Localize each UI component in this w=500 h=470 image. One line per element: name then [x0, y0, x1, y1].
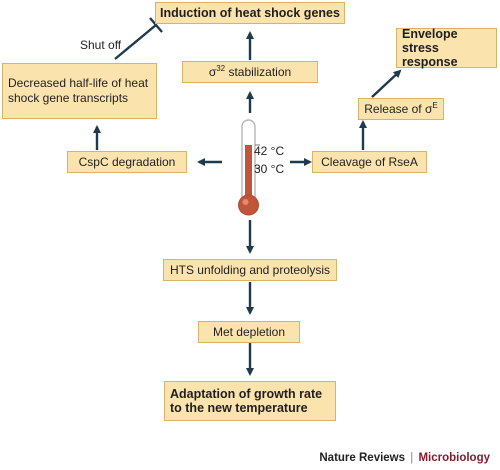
node-cleavage-rsea: Cleavage of RseA — [312, 151, 427, 173]
node-hts-unfolding: HTS unfolding and proteolysis — [163, 259, 337, 281]
node-release-sigmaE: Release of σE — [358, 98, 444, 120]
node-envelope-text: Envelope stress response — [402, 27, 458, 69]
node-rsea-text: Cleavage of RseA — [321, 155, 418, 169]
node-sigma32-stabilization: σ32 stabilization — [182, 61, 318, 83]
node-met-depletion: Met depletion — [198, 321, 300, 343]
node-induction-heat-shock-genes: Induction of heat shock genes — [155, 2, 345, 24]
inhibition-shutoff-bar — [149, 17, 163, 33]
node-induction-text: Induction of heat shock genes — [160, 6, 340, 20]
node-sigma32-text: σ32 stabilization — [208, 64, 292, 80]
node-adaptation-text: Adaptation of growth rate to the new tem… — [170, 387, 323, 415]
label-shut-off: Shut off — [80, 38, 122, 52]
node-half-life-text: Decreased half-life of heat shock gene t… — [8, 76, 149, 105]
node-decreased-half-life: Decreased half-life of heat shock gene t… — [2, 63, 157, 119]
node-adaptation-growth-rate: Adaptation of growth rate to the new tem… — [164, 381, 336, 421]
inhibition-shutoff-line — [114, 24, 157, 60]
thermometer-label-42: 42 °C — [254, 144, 285, 158]
footer-credit: Nature Reviews | Microbiology — [319, 452, 490, 464]
footer-subject: Microbiology — [418, 452, 490, 464]
footer-separator: | — [410, 452, 414, 464]
node-release-text: Release of σE — [364, 101, 438, 117]
thermometer-icon — [238, 119, 260, 216]
node-envelope-stress-response: Envelope stress response — [396, 27, 497, 69]
arrow-release-to-envelope — [371, 69, 402, 98]
node-met-text: Met depletion — [212, 325, 286, 339]
node-hts-text: HTS unfolding and proteolysis — [169, 263, 331, 277]
node-cspc-degradation: CspC degradation — [67, 151, 187, 173]
footer-journal: Nature Reviews — [319, 452, 406, 464]
node-cspc-text: CspC degradation — [78, 155, 176, 169]
thermometer-label-30: 30 °C — [254, 162, 285, 176]
